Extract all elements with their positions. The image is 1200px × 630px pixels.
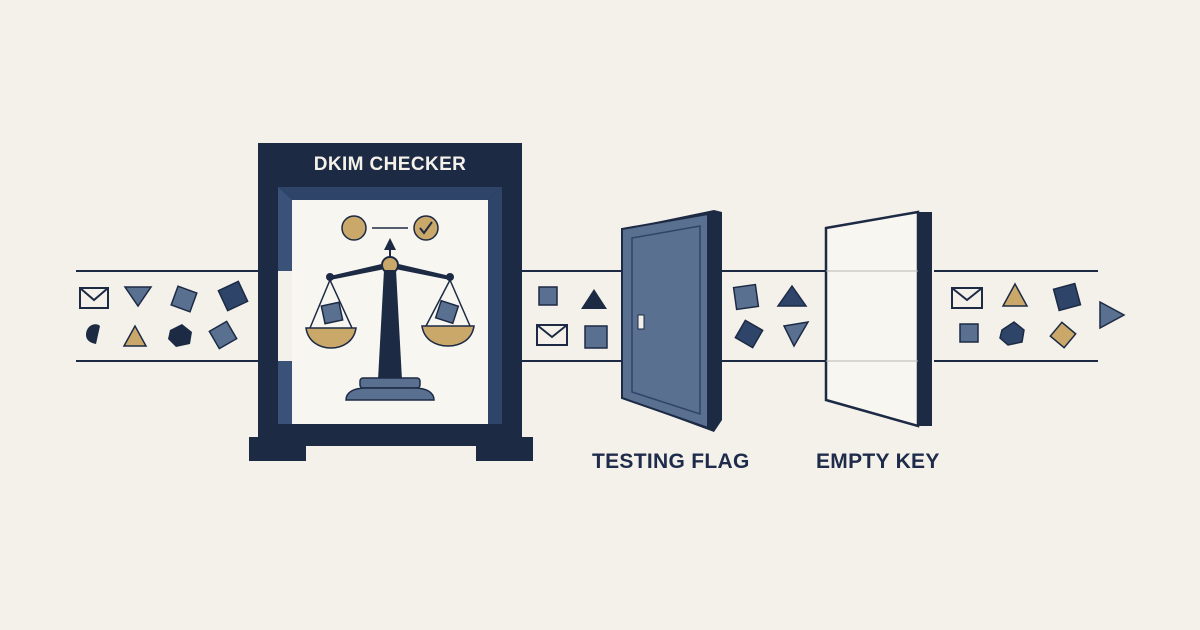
door-icon	[621, 210, 722, 432]
leaf-icon	[86, 324, 100, 344]
square-icon	[732, 283, 760, 311]
hexagon-icon	[168, 324, 192, 347]
outgoing-messages	[951, 282, 1126, 349]
door-handle	[637, 314, 645, 330]
right-pan	[421, 325, 475, 347]
incoming-messages	[79, 280, 249, 350]
envelope-icon	[536, 324, 568, 346]
check-icon	[413, 215, 439, 241]
flagged-messages	[732, 283, 810, 349]
square-icon	[584, 325, 608, 349]
triangle-icon	[581, 289, 607, 309]
envelope-icon	[79, 287, 109, 309]
triangle-icon	[776, 284, 808, 307]
triangle-icon	[122, 324, 148, 347]
square-icon	[734, 319, 764, 349]
triangle-icon	[782, 320, 810, 348]
square-icon	[1049, 321, 1077, 349]
empty-key-label: EMPTY KEY	[816, 450, 940, 473]
scale-icon	[305, 215, 475, 401]
envelope-icon	[951, 287, 983, 309]
square-icon	[538, 286, 558, 306]
door-icon	[824, 210, 932, 428]
square-icon	[170, 285, 198, 313]
square-icon	[208, 320, 238, 350]
square-icon	[959, 323, 979, 343]
testing-flag-label: TESTING FLAG	[592, 450, 750, 473]
square-icon	[1052, 282, 1082, 312]
triangle-icon	[123, 286, 153, 308]
stream-lines	[76, 270, 1098, 362]
hexagon-icon	[999, 321, 1025, 346]
square-icon	[217, 280, 249, 312]
arrow-icon	[1099, 300, 1126, 330]
checker-title: DKIM CHECKER	[313, 154, 467, 175]
triangle-icon	[1001, 282, 1029, 307]
pending-indicator	[341, 215, 367, 241]
left-pan	[305, 327, 357, 349]
checked-messages	[536, 286, 608, 349]
